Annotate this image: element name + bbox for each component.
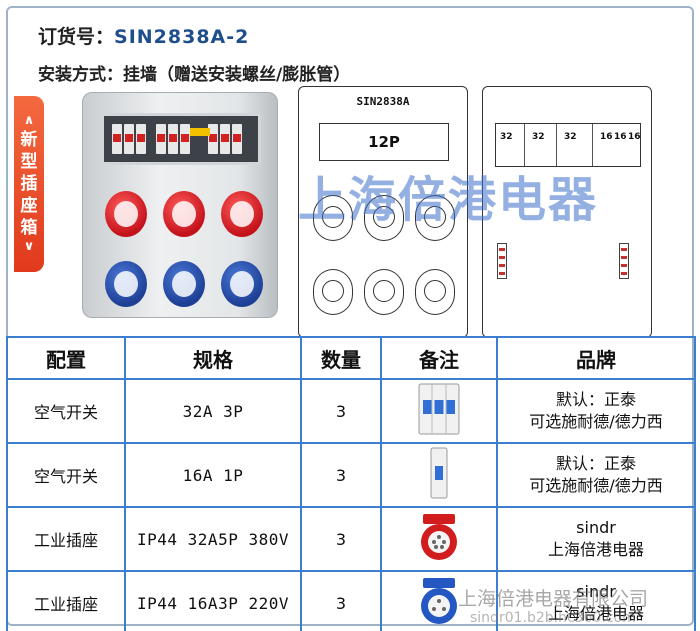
remark-cell bbox=[380, 378, 498, 444]
breaker-icon bbox=[180, 124, 190, 154]
configuration-table: 配置 规格 数量 备注 品牌 空气开关 32A 3P 3 bbox=[6, 336, 696, 631]
window-label: 12P bbox=[368, 133, 400, 151]
rail-label: 32 bbox=[564, 132, 577, 142]
table-row: 空气开关 32A 3P 3 默认：正泰 可选施耐德/德力西 bbox=[6, 378, 696, 444]
red-socket-icon bbox=[105, 191, 147, 237]
socket-outline-icon bbox=[313, 269, 353, 315]
qty-cell: 3 bbox=[300, 378, 382, 444]
brand-line: 可选施耐德/德力西 bbox=[529, 476, 663, 495]
schematic-window: 12P bbox=[319, 123, 449, 161]
qty-cell: 3 bbox=[300, 442, 382, 508]
table-row: 空气开关 16A 1P 3 默认：正泰 可选施耐德/德力西 bbox=[6, 442, 696, 508]
breaker-icon bbox=[168, 124, 178, 154]
socket-outline-icon bbox=[364, 195, 404, 241]
order-label: 订货号： bbox=[38, 26, 115, 48]
rail-label: 32 bbox=[532, 132, 545, 142]
config-cell: 空气开关 bbox=[6, 442, 126, 508]
header-spec: 规格 bbox=[124, 336, 302, 380]
table-header-row: 配置 规格 数量 备注 品牌 bbox=[6, 336, 696, 380]
order-number-line: 订货号：SIN2838A-2 bbox=[38, 22, 249, 49]
breaker-icon bbox=[124, 124, 134, 154]
mount-method-line: 安装方式：挂墙（赠送安装螺丝/膨胀管） bbox=[38, 65, 351, 85]
schematic-model: SIN2838A bbox=[356, 95, 410, 108]
red-socket-icon bbox=[163, 191, 205, 237]
single-pole-breaker-icon bbox=[430, 447, 448, 499]
chevron-up-icon: ∧ bbox=[23, 113, 35, 128]
brand-cell: 默认：正泰 可选施耐德/德力西 bbox=[496, 378, 696, 444]
spec-cell: 16A 1P bbox=[124, 442, 302, 508]
brand-line: 上海倍港电器 bbox=[547, 604, 644, 623]
socket-outline-icon bbox=[415, 269, 455, 315]
brand-line: sindr bbox=[576, 518, 616, 537]
blue-socket-icon bbox=[163, 261, 205, 307]
url-watermark: sindr01.b2b.hc360.com bbox=[470, 610, 636, 626]
blue-socket-icon bbox=[221, 261, 263, 307]
breaker-icon bbox=[220, 124, 230, 154]
side-tab-char: 插 bbox=[20, 174, 38, 194]
side-tab-char: 新 bbox=[20, 130, 38, 150]
socket-outline-icon bbox=[364, 269, 404, 315]
side-tab-new-socket-box[interactable]: ∧ 新 型 插 座 箱 ∨ bbox=[14, 96, 44, 272]
terminal-block-icon bbox=[619, 243, 629, 279]
front-schematic: SIN2838A 12P bbox=[298, 86, 468, 338]
company-watermark: 上海倍港电器有限公司 bbox=[458, 588, 649, 610]
blue-industrial-socket-icon bbox=[421, 578, 457, 624]
socket-outline-icon bbox=[415, 195, 455, 241]
breaker-window bbox=[101, 113, 261, 165]
breaker-icon bbox=[112, 124, 122, 154]
red-industrial-socket-icon bbox=[421, 514, 457, 560]
table-row: 工业插座 IP44 16A3P 220V 3 sindr 上海倍港电器 bbox=[6, 570, 696, 631]
qty-cell: 3 bbox=[300, 570, 382, 631]
red-socket-icon bbox=[221, 191, 263, 237]
side-tab-char: 座 bbox=[20, 196, 38, 216]
side-tab-char: 型 bbox=[20, 152, 38, 172]
remark-cell bbox=[380, 506, 498, 572]
brand-line: sindr bbox=[576, 582, 616, 601]
remark-cell bbox=[380, 570, 498, 631]
brand-line: 默认：正泰 bbox=[555, 454, 636, 473]
breaker-icon bbox=[136, 124, 146, 154]
three-pole-breaker-icon bbox=[418, 383, 460, 435]
rail-label: 16 bbox=[614, 132, 627, 142]
socket-outline-icon bbox=[313, 195, 353, 241]
config-cell: 工业插座 bbox=[6, 506, 126, 572]
blue-socket-icon bbox=[105, 261, 147, 307]
header-qty: 数量 bbox=[300, 336, 382, 380]
side-tab-char: 箱 bbox=[20, 218, 38, 238]
spec-cell: IP44 16A3P 220V bbox=[124, 570, 302, 631]
rail-label: 16 bbox=[628, 132, 641, 142]
order-code: SIN2838A-2 bbox=[114, 26, 250, 48]
chevron-down-icon: ∨ bbox=[23, 239, 35, 254]
breaker-icon bbox=[232, 124, 242, 154]
breaker-icon bbox=[208, 124, 218, 154]
warning-label-icon bbox=[190, 128, 210, 136]
brand-line: 可选施耐德/德力西 bbox=[529, 412, 663, 431]
terminal-block-icon bbox=[497, 243, 507, 279]
config-cell: 空气开关 bbox=[6, 378, 126, 444]
breaker-icon bbox=[156, 124, 166, 154]
breaker-rail: 32 32 32 16 16 16 bbox=[495, 123, 641, 167]
brand-line: 默认：正泰 bbox=[555, 390, 636, 409]
qty-cell: 3 bbox=[300, 506, 382, 572]
brand-cell: sindr 上海倍港电器 bbox=[496, 506, 696, 572]
product-photo bbox=[82, 92, 278, 318]
spec-cell: IP44 32A5P 380V bbox=[124, 506, 302, 572]
header-remark: 备注 bbox=[380, 336, 498, 380]
brand-cell: sindr 上海倍港电器 bbox=[496, 570, 696, 631]
rail-label: 32 bbox=[500, 132, 513, 142]
brand-watermark: 上海倍港电器 bbox=[298, 172, 599, 228]
config-cell: 工业插座 bbox=[6, 570, 126, 631]
inner-panel-schematic: 32 32 32 16 16 16 bbox=[482, 86, 652, 338]
brand-cell: 默认：正泰 可选施耐德/德力西 bbox=[496, 442, 696, 508]
enclosure-body bbox=[82, 92, 278, 318]
table-row: 工业插座 IP44 32A5P 380V 3 sindr 上海倍港电器 bbox=[6, 506, 696, 572]
brand-line: 上海倍港电器 bbox=[547, 540, 644, 559]
spec-cell: 32A 3P bbox=[124, 378, 302, 444]
header-brand: 品牌 bbox=[496, 336, 696, 380]
remark-cell bbox=[380, 442, 498, 508]
header-config: 配置 bbox=[6, 336, 126, 380]
rail-label: 16 bbox=[600, 132, 613, 142]
